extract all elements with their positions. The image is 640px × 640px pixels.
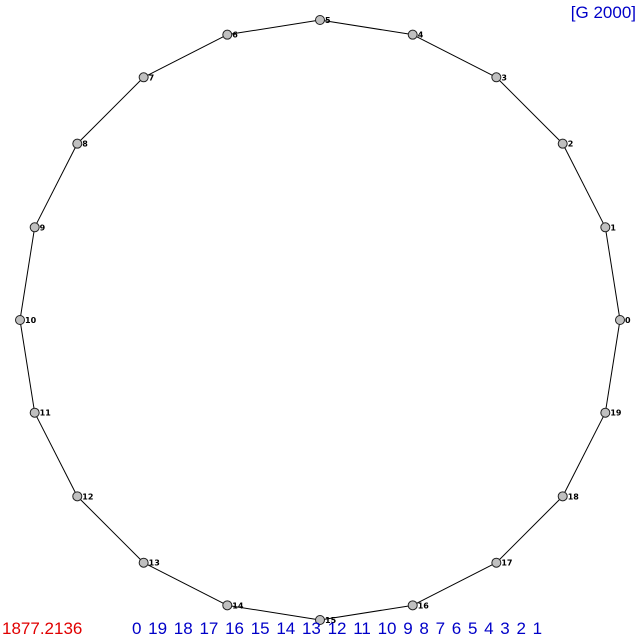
node-label: 4 bbox=[418, 31, 424, 40]
node-marker bbox=[29, 222, 40, 233]
tour-edges bbox=[19, 19, 621, 621]
tour-edge-9-8 bbox=[34, 143, 78, 228]
node-marker bbox=[29, 407, 40, 418]
graph-id-label: [G 2000] bbox=[570, 3, 636, 22]
tour-edge-5-4 bbox=[319, 19, 413, 36]
node-marker bbox=[315, 615, 325, 625]
node-marker bbox=[557, 138, 568, 149]
node-marker bbox=[222, 600, 233, 611]
node-marker bbox=[138, 557, 149, 568]
graph-node-14: 14 bbox=[222, 600, 244, 611]
graph-node-6: 6 bbox=[222, 29, 238, 40]
node-label: 16 bbox=[418, 601, 430, 610]
graph-node-18: 18 bbox=[557, 491, 580, 502]
node-marker bbox=[15, 315, 25, 325]
node-label: 12 bbox=[82, 492, 93, 501]
graph-node-7: 7 bbox=[138, 72, 155, 83]
node-marker bbox=[407, 29, 418, 40]
node-label: 13 bbox=[149, 559, 160, 568]
tour-edge-11-10 bbox=[19, 319, 36, 413]
node-marker bbox=[600, 407, 611, 418]
tour-edge-8-7 bbox=[76, 76, 145, 145]
node-marker bbox=[407, 600, 418, 611]
node-marker bbox=[315, 15, 325, 25]
tour-edge-2-1 bbox=[562, 143, 606, 228]
node-marker bbox=[72, 491, 83, 502]
node-marker bbox=[491, 72, 502, 83]
node-label: 9 bbox=[40, 223, 46, 232]
node-label: 2 bbox=[568, 140, 574, 149]
tour-edge-19-18 bbox=[562, 412, 606, 497]
node-label: 18 bbox=[568, 492, 580, 501]
graph-node-11: 11 bbox=[29, 407, 52, 418]
node-label: 8 bbox=[82, 140, 88, 149]
node-label: 19 bbox=[610, 409, 622, 418]
node-marker bbox=[72, 138, 83, 149]
tour-edge-13-12 bbox=[76, 495, 145, 564]
graph-node-4: 4 bbox=[407, 29, 424, 40]
tour-length-value: 1877.2136 bbox=[2, 619, 83, 638]
tour-edge-4-3 bbox=[412, 34, 497, 78]
graph-node-9: 9 bbox=[29, 222, 46, 233]
tour-edge-17-16 bbox=[412, 562, 497, 606]
node-marker bbox=[615, 315, 625, 325]
tour-edge-1-0 bbox=[604, 227, 621, 321]
graph-node-17: 17 bbox=[491, 557, 512, 568]
graph-node-10: 10 bbox=[15, 315, 37, 325]
tour-edge-7-6 bbox=[143, 34, 228, 78]
graph-node-13: 13 bbox=[138, 557, 160, 568]
graph-node-0: 0 bbox=[615, 315, 631, 325]
tour-edge-18-17 bbox=[495, 495, 564, 564]
graph-node-19: 19 bbox=[600, 407, 622, 418]
graph-node-12: 12 bbox=[72, 491, 93, 502]
node-label: 1 bbox=[610, 223, 616, 232]
tour-edge-14-13 bbox=[143, 562, 228, 606]
node-label: 0 bbox=[625, 316, 631, 325]
graph-node-15: 15 bbox=[315, 615, 337, 625]
node-label: 6 bbox=[232, 31, 238, 40]
tour-edge-3-2 bbox=[495, 76, 564, 145]
graph-node-8: 8 bbox=[72, 138, 88, 149]
graph-node-3: 3 bbox=[491, 72, 507, 83]
tour-edge-0-19 bbox=[604, 319, 621, 413]
node-label: 7 bbox=[149, 73, 155, 82]
tour-edge-10-9 bbox=[19, 227, 36, 321]
graph-node-16: 16 bbox=[407, 600, 430, 611]
tour-edge-6-5 bbox=[227, 19, 321, 36]
node-marker bbox=[491, 557, 502, 568]
tour-order-sequence: 0 19 18 17 16 15 14 13 12 11 10 9 8 7 6 … bbox=[132, 619, 543, 638]
node-label: 10 bbox=[25, 316, 37, 325]
node-label: 14 bbox=[232, 601, 244, 610]
node-marker bbox=[138, 72, 149, 83]
node-label: 3 bbox=[501, 73, 507, 82]
node-label: 15 bbox=[325, 616, 337, 625]
graph-node-2: 2 bbox=[557, 138, 574, 149]
tour-edge-12-11 bbox=[34, 412, 78, 497]
graph-node-1: 1 bbox=[600, 222, 616, 233]
tour-edge-15-14 bbox=[227, 604, 321, 621]
node-marker bbox=[557, 491, 568, 502]
node-label: 11 bbox=[40, 409, 52, 418]
node-label: 17 bbox=[501, 559, 512, 568]
tour-edge-16-15 bbox=[319, 604, 413, 621]
graph-node-5: 5 bbox=[315, 15, 331, 25]
node-label: 5 bbox=[325, 16, 331, 25]
node-marker bbox=[222, 29, 233, 40]
node-marker bbox=[600, 222, 611, 233]
